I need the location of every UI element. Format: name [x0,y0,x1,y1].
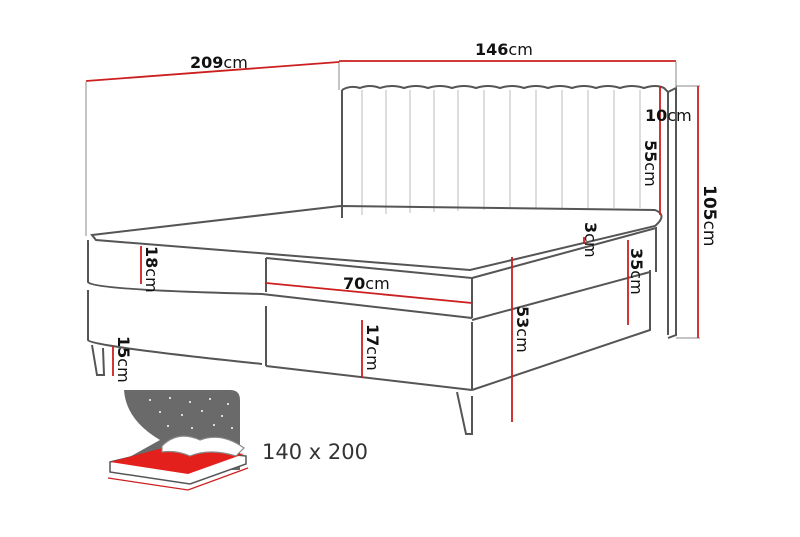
dim-side-height: 35cm [627,248,646,295]
headboard [341,85,669,220]
box-base [87,270,651,391]
dim-mattress-height: 18cm [142,246,161,293]
dim-length: 209cm [190,53,248,72]
mattress-size-label: 140 x 200 [262,440,368,464]
dim-total-height: 105cm [699,185,719,247]
dim-topper: 3cm [581,222,600,258]
dim-mattress-width: 70cm [343,274,390,293]
dim-headboard-height: 55cm [641,140,660,187]
headboard-channels [361,90,641,215]
dim-width: 146cm [475,40,533,59]
legs [91,344,473,435]
dim-leg-height: 15cm [114,336,133,383]
dimension-lines [85,60,699,422]
bed-size-icon [107,390,249,491]
dim-base-height: 17cm [363,324,382,371]
extension-lines [85,62,700,339]
dim-headboard-depth: 10cm [645,106,692,125]
dim-sleeping-height: 53cm [513,306,532,353]
mattress [87,204,663,319]
